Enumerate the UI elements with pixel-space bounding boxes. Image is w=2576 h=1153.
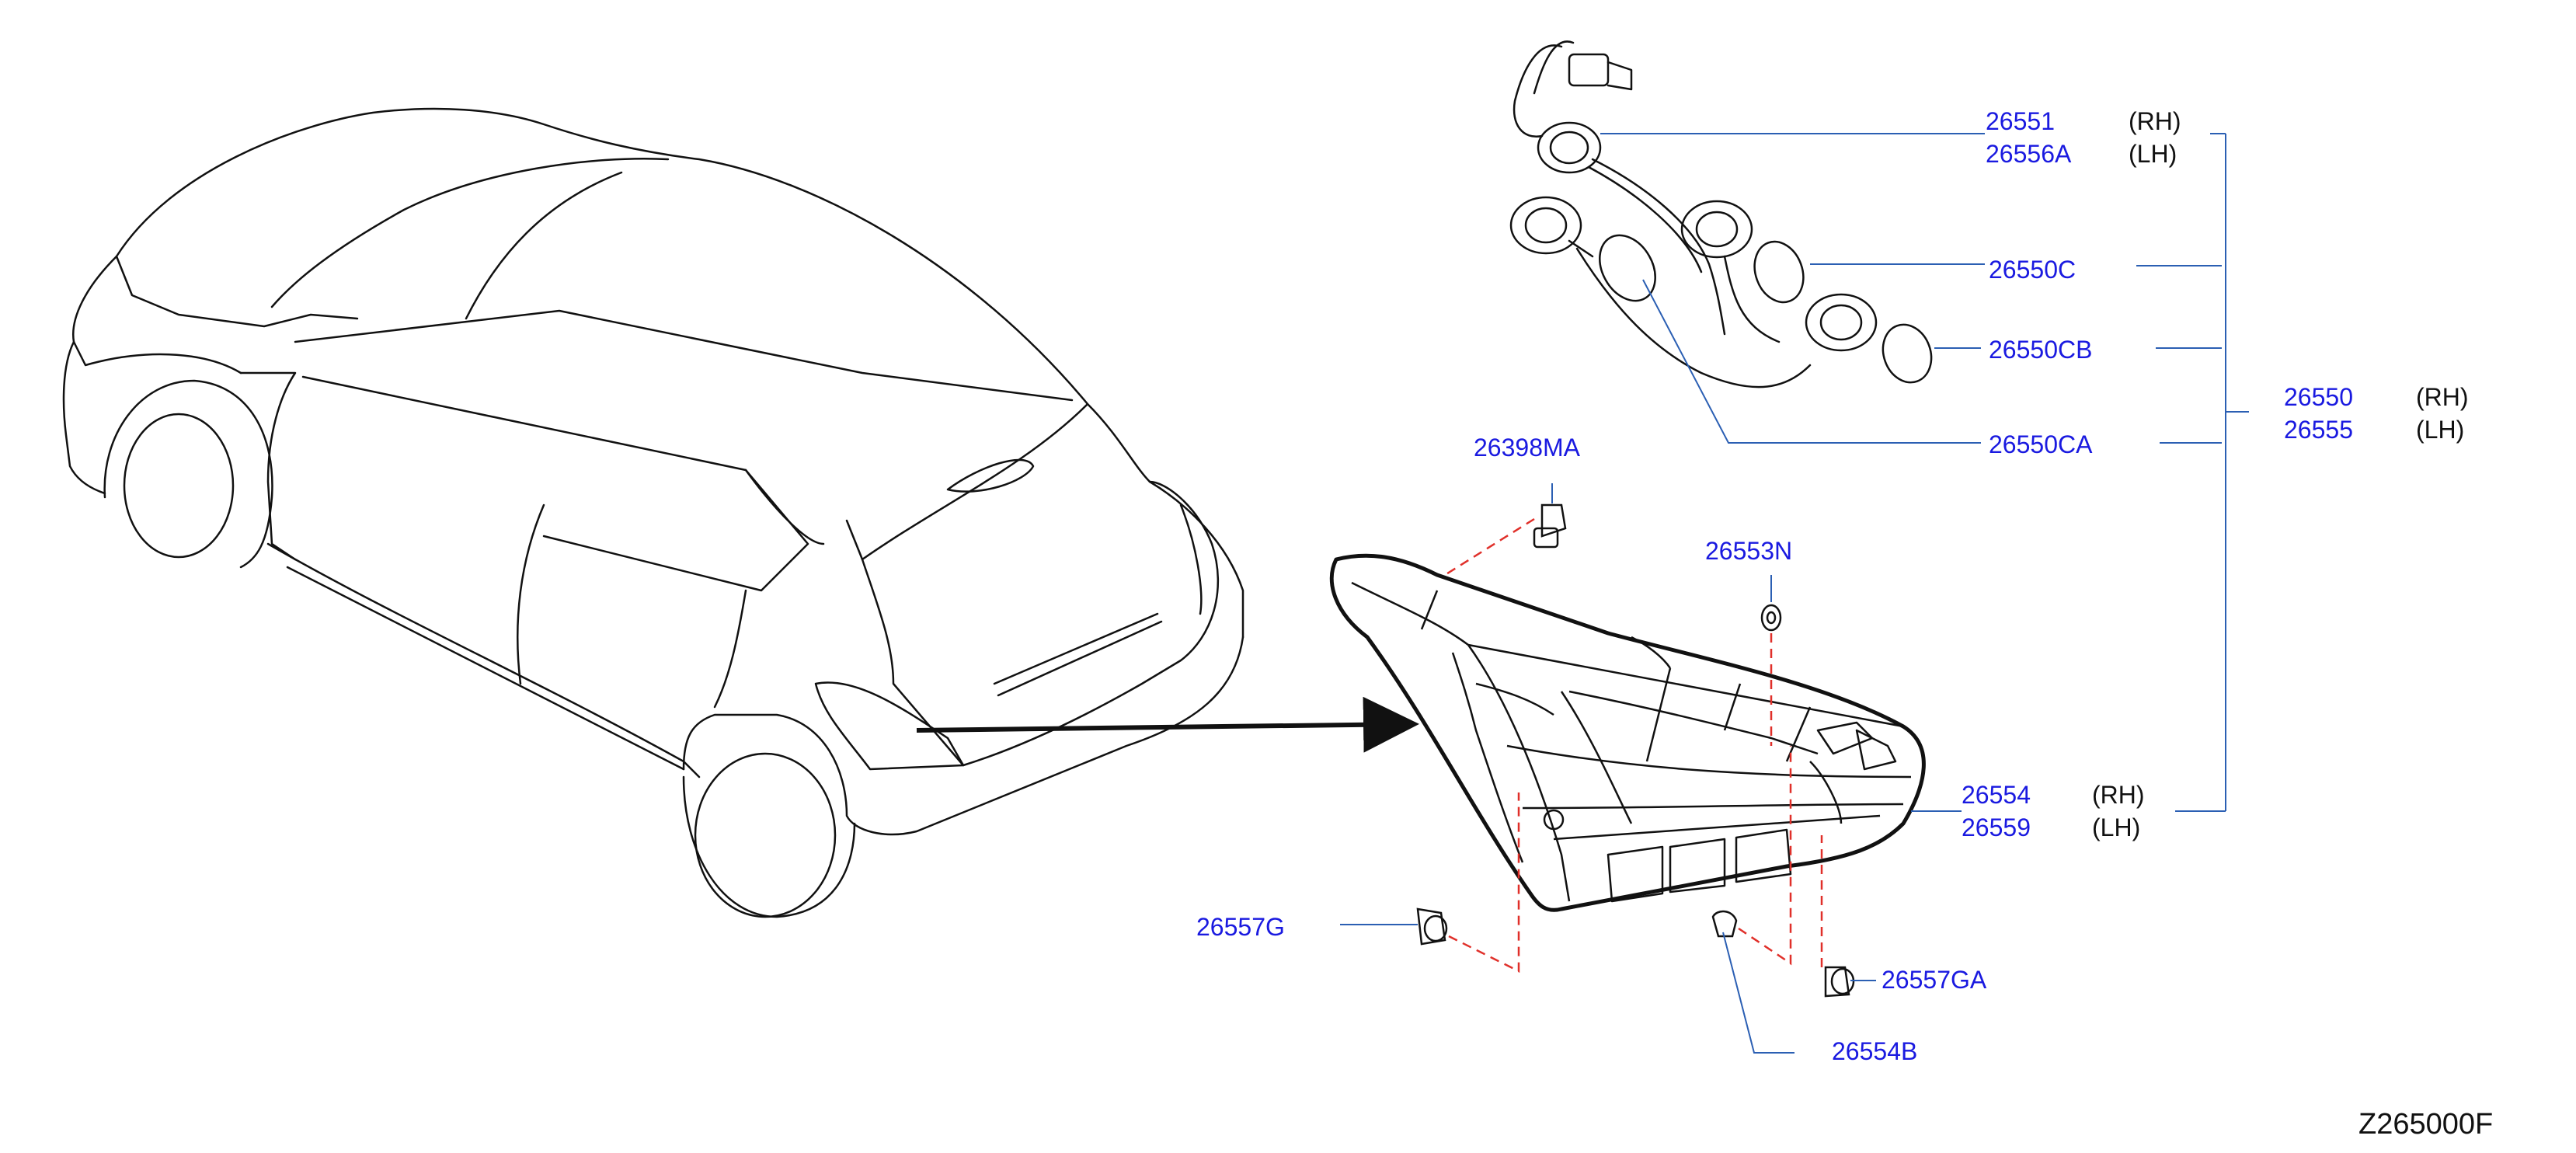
part-label-26553N: 26553N xyxy=(1705,537,1793,565)
side-label-lh: (LH) xyxy=(2092,813,2141,841)
part-label-26550C: 26550C xyxy=(1989,256,2076,284)
tail-lamp-assembly xyxy=(1329,553,1926,912)
leader-lines xyxy=(1340,133,2249,1054)
car-illustration xyxy=(62,107,1244,918)
side-label-rh: (RH) xyxy=(2129,107,2181,135)
view-arrow xyxy=(916,696,1419,753)
side-label-rh: (RH) xyxy=(2416,383,2469,411)
side-label-lh: (LH) xyxy=(2416,416,2465,444)
part-label-26554B: 26554B xyxy=(1832,1037,1918,1065)
part-label-26556A: 26556A xyxy=(1986,140,2072,168)
diagram-code: Z265000F xyxy=(2358,1108,2494,1141)
part-label-26559: 26559 xyxy=(1962,813,2031,841)
part-label-26550CA: 26550CA xyxy=(1989,430,2093,458)
part-label-26554: 26554 xyxy=(1962,781,2031,809)
alignment-dashes xyxy=(1444,517,1823,974)
part-label-26551: 26551 xyxy=(1986,107,2055,135)
part-label-26557G: 26557G xyxy=(1196,913,1285,941)
part-label-26555: 26555 xyxy=(2284,416,2353,444)
side-label-rh: (RH) xyxy=(2092,781,2145,809)
part-label-26550: 26550 xyxy=(2284,383,2353,411)
part-label-26550CB: 26550CB xyxy=(1989,336,2093,364)
socket-harness-assembly xyxy=(1509,40,1933,388)
part-label-26557GA: 26557GA xyxy=(1882,966,1987,994)
side-label-lh: (LH) xyxy=(2129,140,2177,168)
part-label-26398MA: 26398MA xyxy=(1474,434,1580,462)
